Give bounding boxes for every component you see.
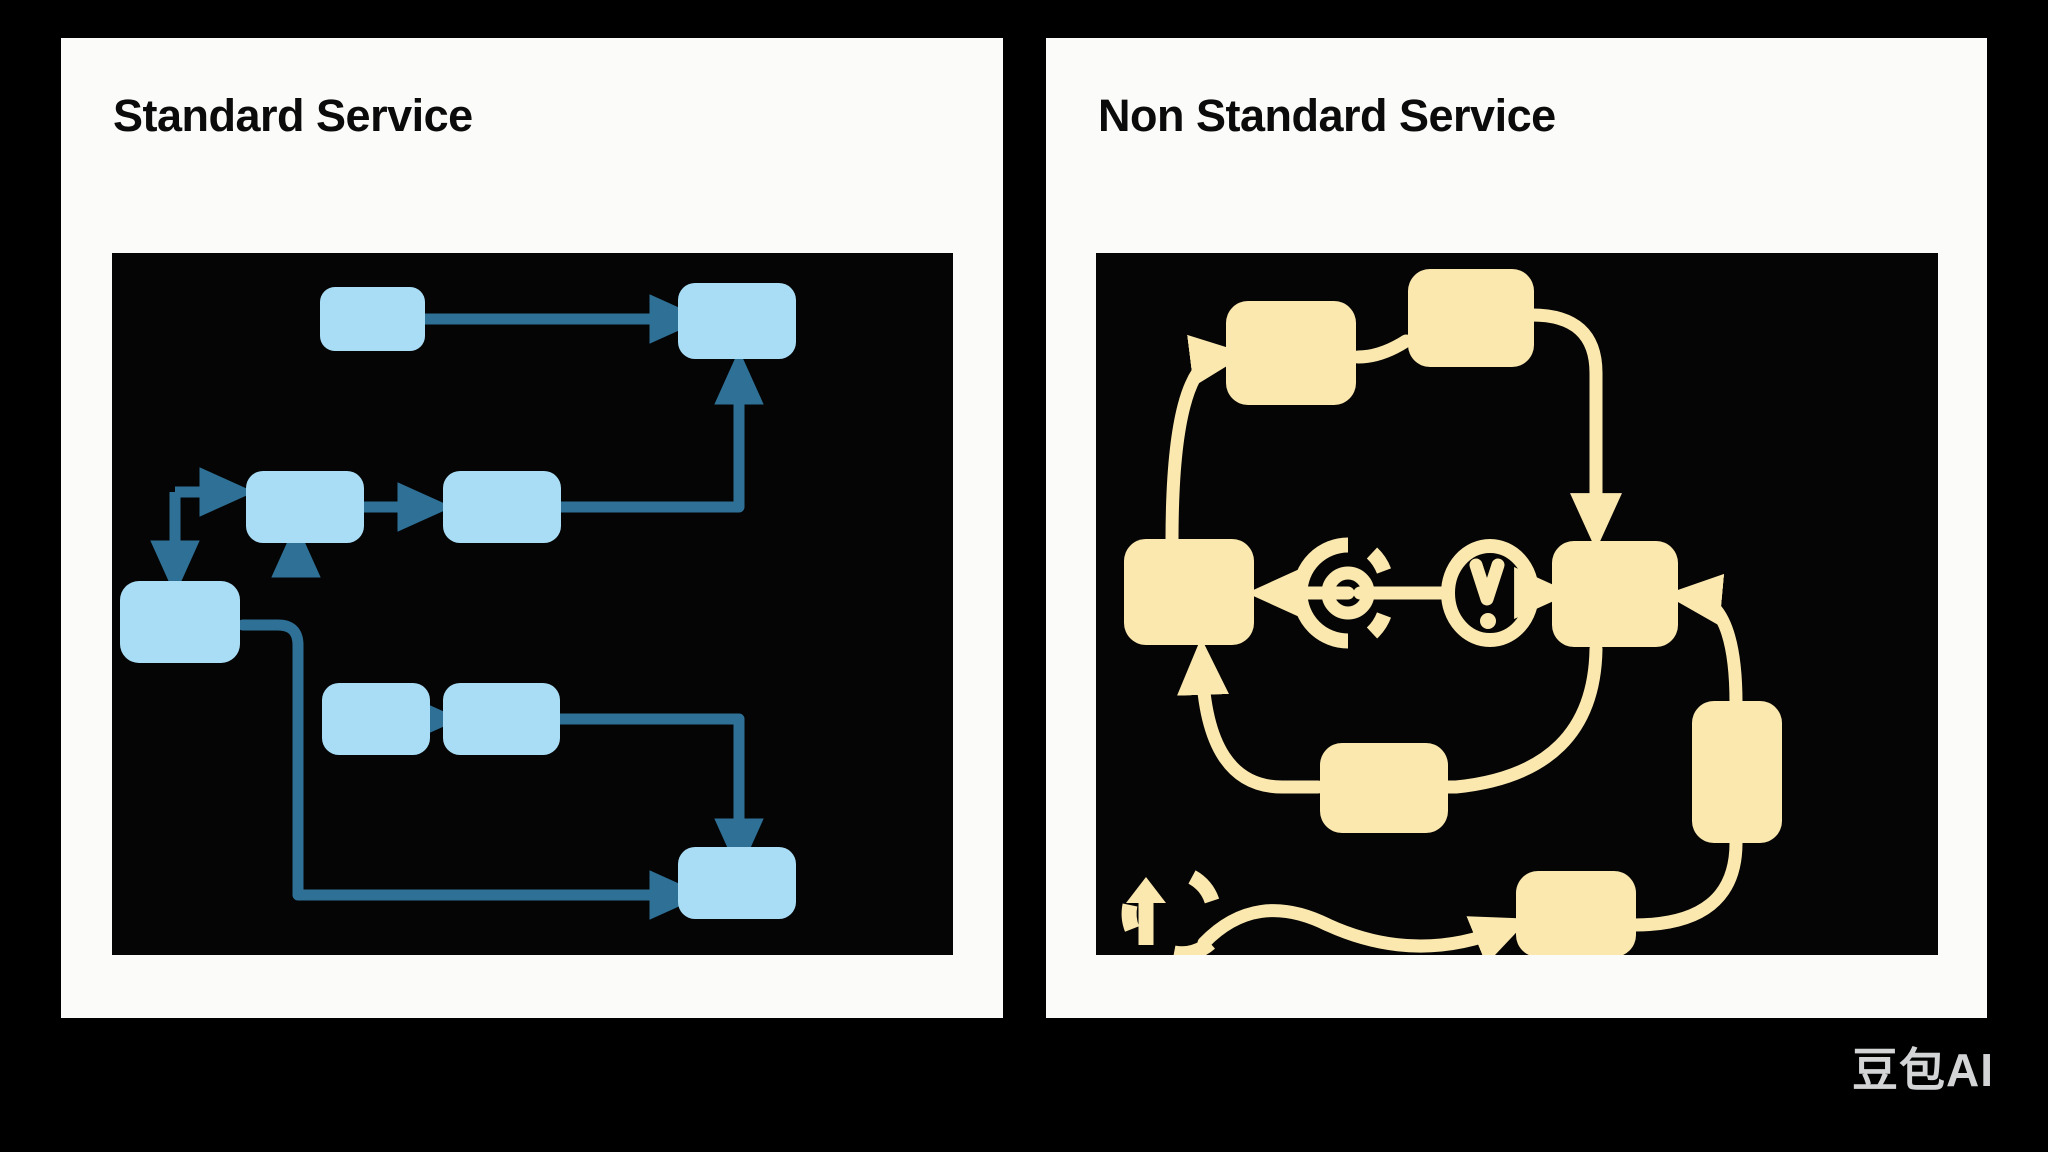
flowchart-standard-service [120,283,796,920]
node-top-left[interactable] [1226,301,1356,405]
node-a1[interactable] [320,287,425,351]
node-a2[interactable] [678,283,796,359]
node-b2[interactable] [443,471,561,543]
node-c0[interactable] [120,581,240,663]
edges-layer-standard [150,294,764,920]
page-title-standard-service: Standard Service [113,90,473,141]
node-top-center[interactable] [1408,269,1534,367]
diagram-canvas-standard-service [112,253,953,955]
edge-topcenter-midright [1525,308,1622,551]
edge-c2-d1 [560,713,764,874]
refresh-sync-icon[interactable] [1121,870,1220,955]
node-bottom[interactable] [1516,871,1636,955]
nodes-layer-non-standard [1124,269,1782,955]
node-c2[interactable] [443,683,560,755]
warning-alert-icon[interactable] [1441,539,1539,647]
edge-bottom-righttall [1627,836,1743,932]
page-title-non-standard-service: Non Standard Service [1098,90,1556,141]
node-right-tall[interactable] [1692,701,1782,843]
node-c1[interactable] [322,683,430,755]
node-mid-right[interactable] [1552,541,1678,647]
edge-midleft-topleft [1165,334,1248,548]
record-target-icon[interactable] [1292,537,1392,649]
node-b1[interactable] [246,471,364,543]
diagram-canvas-non-standard-service [1096,253,1938,955]
edge-b2-a2 [561,349,764,513]
watermark-doubao-ai: 豆包AI [1852,1044,1994,1096]
edge-c0-d1 [237,619,705,920]
edge-refresh-bottom [1197,904,1530,955]
panel-card-standard-service: Standard Service [61,38,1003,1018]
node-d1[interactable] [678,847,796,919]
edge-midright-lowermid [1441,642,1603,794]
panel-card-non-standard-service: Non Standard Service [1046,38,1987,1018]
edge-righttall-midright [1664,573,1743,710]
edge-topcenter-topleft [1351,334,1413,364]
flowchart-non-standard-service [1121,269,1782,955]
node-lower-mid[interactable] [1320,743,1448,833]
node-mid-left[interactable] [1124,539,1254,645]
icons-layer-non-standard [1121,537,1539,955]
nodes-layer-standard [120,283,796,919]
edge-lowermid-midleft [1177,637,1325,794]
